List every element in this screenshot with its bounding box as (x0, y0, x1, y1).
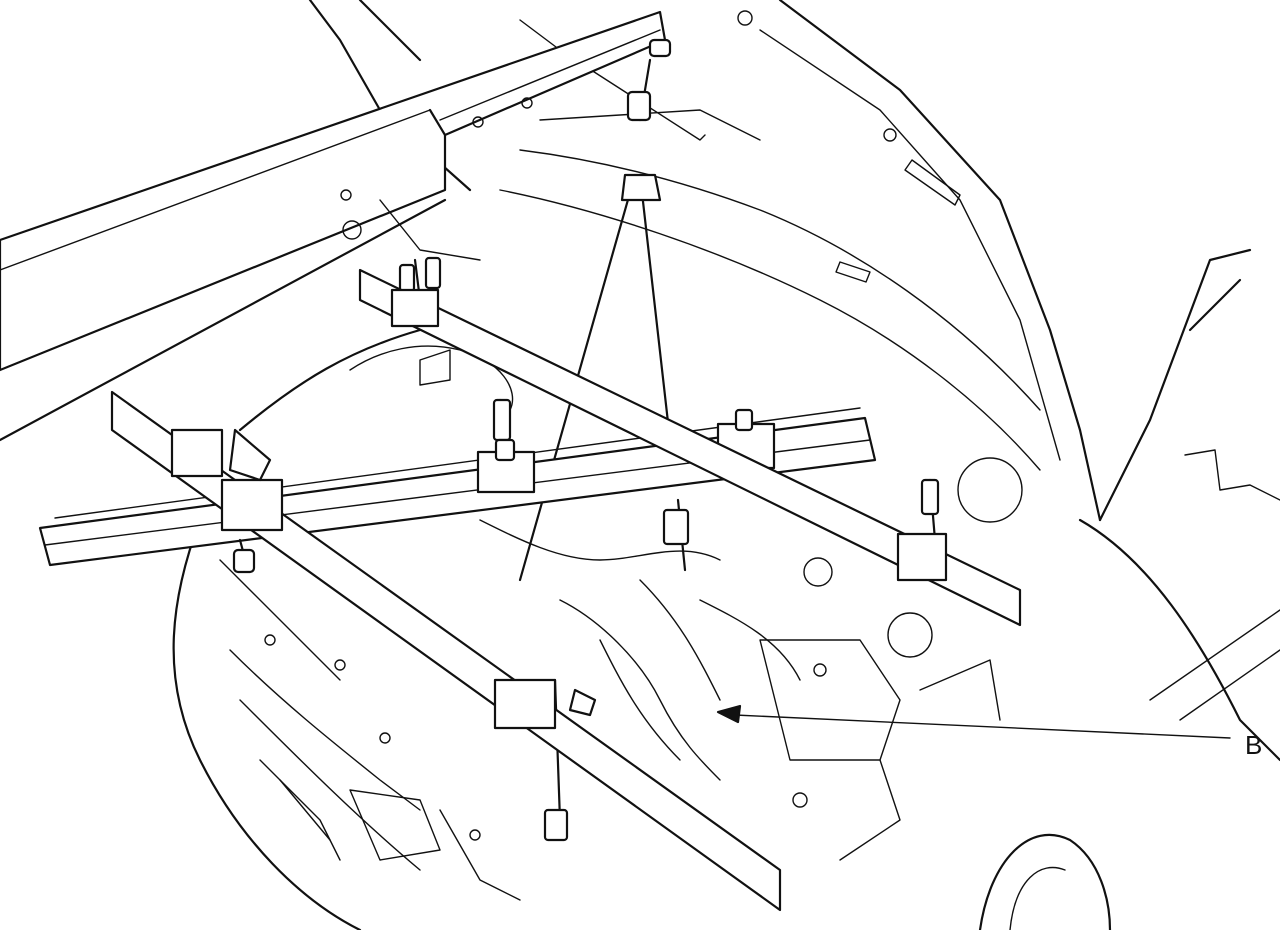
longitudinal-support-bar-lower (110, 390, 782, 912)
longitudinal-support-bar (358, 268, 1022, 627)
engine-support-beam (0, 10, 672, 442)
callout-b-label: B (1245, 730, 1262, 760)
car-body (978, 248, 1280, 930)
callout-b: B (716, 704, 1262, 760)
engine-compartment (172, 328, 1023, 930)
